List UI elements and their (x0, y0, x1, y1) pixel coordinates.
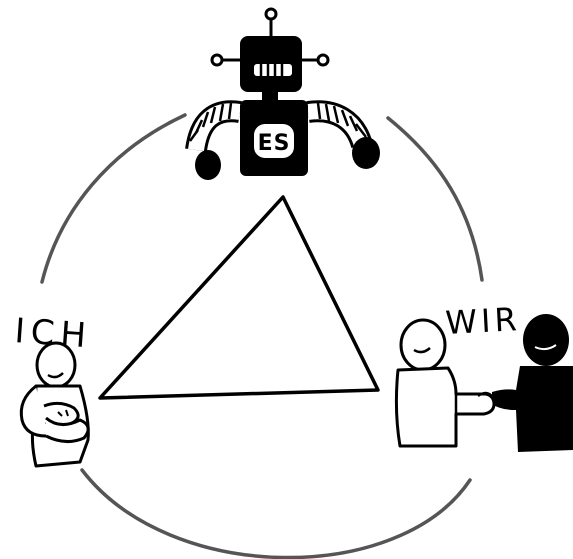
dark-person-body (492, 366, 573, 452)
circle-arc-right (388, 118, 482, 280)
robot-label-es: ES (258, 131, 291, 156)
circle-arc-bottom (82, 470, 470, 558)
white-person-head (401, 320, 445, 370)
person-head (37, 343, 75, 387)
robot-right-hand (352, 137, 380, 169)
central-triangle (100, 197, 378, 398)
robot-left-hand (195, 150, 221, 180)
label-wir: WIR (444, 300, 521, 342)
white-person-body (396, 368, 494, 446)
robot-icon: ES (190, 9, 380, 180)
robot-mouth (254, 64, 292, 76)
person-icon (21, 343, 88, 466)
circle-arc-left (42, 115, 185, 282)
dark-person-head (523, 314, 569, 366)
